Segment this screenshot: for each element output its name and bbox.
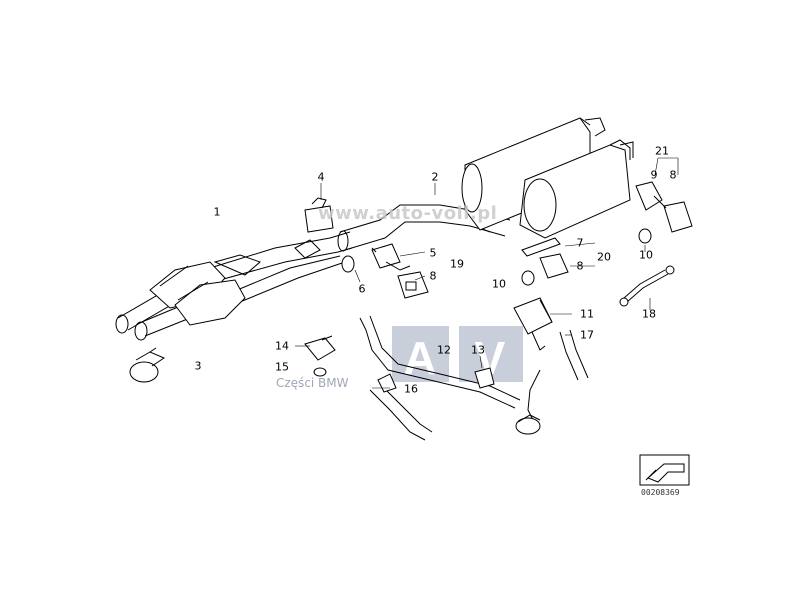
watermark-url: www.auto-voll.pl <box>318 203 498 224</box>
rear-silencer-right <box>519 139 634 239</box>
callout-15: 15 <box>275 360 289 374</box>
callout-2: 2 <box>431 170 439 184</box>
callout-8-bracket: 8 <box>429 269 437 283</box>
rubber-mount-8b <box>539 253 569 279</box>
clamp-3 <box>129 347 166 383</box>
rubber-ring-10a <box>521 270 535 286</box>
logo-block-left <box>392 326 449 382</box>
exhaust-linework <box>115 117 693 441</box>
callout-9: 9 <box>650 168 658 182</box>
watermark-brand: Części BMW <box>276 376 349 390</box>
bracket-14 <box>304 335 336 361</box>
callout-1: 1 <box>213 205 221 219</box>
callout-21: 21 <box>655 144 669 158</box>
watermark-logo: A V <box>392 326 523 384</box>
callout-17: 17 <box>580 328 594 342</box>
callout-7: 7 <box>576 236 584 250</box>
vacuum-valve-11 <box>513 297 553 351</box>
callout-10-ring: 10 <box>492 277 506 291</box>
callout-3: 3 <box>194 359 202 373</box>
vacuum-hose-17 <box>559 329 589 381</box>
callout-6: 6 <box>358 282 366 296</box>
callout-4: 4 <box>317 170 325 184</box>
callout-5: 5 <box>429 246 437 260</box>
hanger-assembly-21 <box>635 181 693 233</box>
reference-number: 00208369 <box>641 488 680 497</box>
reference-arrow-box <box>639 454 690 486</box>
callout-10-hanger: 10 <box>639 248 653 262</box>
leader-lines <box>295 157 679 389</box>
rubber-mount-8a <box>397 271 429 299</box>
rubber-ring-10b <box>638 228 652 244</box>
bracket-5 <box>371 243 411 271</box>
callout-20: 20 <box>597 250 611 264</box>
vacuum-tank-connector <box>515 414 541 435</box>
callout-8-mount: 8 <box>576 259 584 273</box>
callout-12: 12 <box>437 343 451 357</box>
callout-14: 14 <box>275 339 289 353</box>
ground-strap-18 <box>619 265 675 307</box>
callout-16: 16 <box>404 382 418 396</box>
hanger-bracket-4 <box>304 197 334 233</box>
catalytic-converter-assembly <box>115 231 353 341</box>
clip-13 <box>474 367 495 389</box>
callout-8-hanger: 8 <box>669 168 677 182</box>
callout-11: 11 <box>580 307 594 321</box>
callout-18: 18 <box>642 307 656 321</box>
logo-letter-a: A <box>403 332 436 384</box>
bracket-7 <box>521 237 561 257</box>
callout-19: 19 <box>450 257 464 271</box>
rubber-mount-6 <box>341 255 355 273</box>
washer-15 <box>313 367 327 377</box>
callout-13: 13 <box>471 343 485 357</box>
